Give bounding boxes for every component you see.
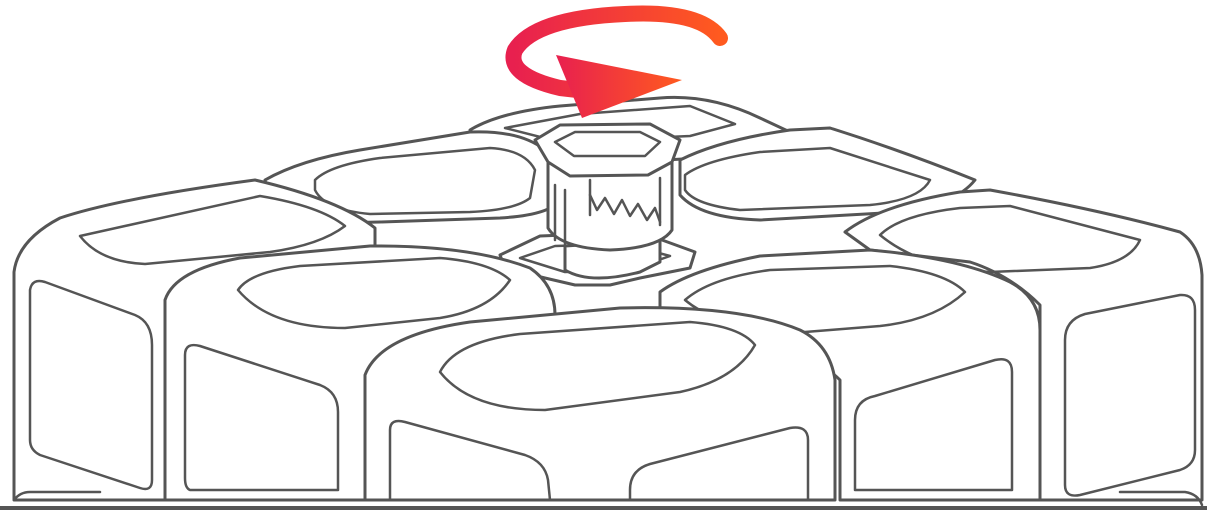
cubie-front-center bbox=[365, 308, 835, 500]
